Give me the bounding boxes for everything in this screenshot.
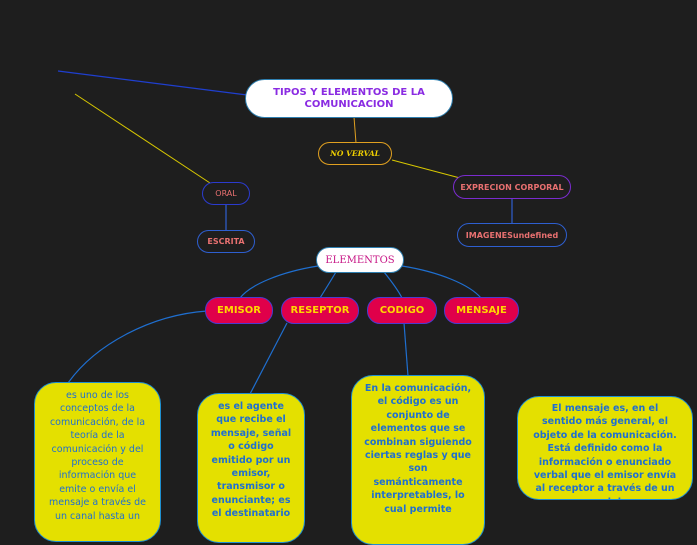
codigo-label: CODIGO [379,305,425,316]
oral-node[interactable]: ORAL [202,182,250,205]
connector-noverbal-expresion [391,159,461,179]
escrita-label: ESCRITA [207,237,245,246]
no-verbal-label: NO VERVAL [330,149,380,158]
elementos-label: ELEMENTOS [325,254,395,266]
expresion-corporal-label: EXPRECION CORPORAL [460,182,564,192]
escrita-node[interactable]: ESCRITA [197,230,255,253]
root-topic-node[interactable]: TIPOS Y ELEMENTOS DE LA COMUNICACION [245,79,453,118]
mensaje-description-text: El mensaje es, en el sentido más general… [533,403,677,499]
receptor-description-card[interactable]: es el agente que recibe el mensaje, seña… [197,393,305,543]
connector-emisor-card [67,310,208,384]
connector-elementos-receptor [319,271,337,299]
mensaje-node[interactable]: MENSAJE [444,297,519,324]
connector-elementos-mensaje [401,265,482,299]
codigo-description-card[interactable]: En la comunicación, el código es un conj… [351,375,485,545]
codigo-node[interactable]: CODIGO [367,297,437,324]
oral-label: ORAL [215,189,237,198]
connector-elementos-emisor [239,265,319,299]
emisor-node[interactable]: EMISOR [205,297,273,324]
connector-root-oral [74,93,211,184]
elementos-node[interactable]: ELEMENTOS [316,247,404,273]
mensaje-description-card[interactable]: El mensaje es, en el sentido más general… [517,396,693,500]
connector-root-noverbal [353,116,357,144]
emisor-label: EMISOR [217,305,261,316]
root-topic-label: TIPOS Y ELEMENTOS DE LA COMUNICACION [273,86,425,110]
connector-receptor-card [249,322,288,395]
emisor-description-card[interactable]: es uno de los conceptos de la comunicaci… [34,382,161,542]
receptor-label: RESEPTOR [290,305,350,316]
connector-lines [57,70,513,395]
expresion-corporal-node[interactable]: EXPRECION CORPORAL [453,175,571,199]
no-verbal-node[interactable]: NO VERVAL [318,142,392,165]
receptor-description-text: es el agente que recibe el mensaje, seña… [210,401,292,520]
receptor-node[interactable]: RESEPTOR [281,297,359,324]
connector-elementos-codigo [383,271,403,299]
emisor-description-text: es uno de los conceptos de la comunicaci… [49,390,146,522]
connector-root-offscreen [57,70,248,96]
imagenes-node[interactable]: IMAGENESundefined [457,223,567,247]
connector-codigo-card [403,322,409,377]
mind-map-canvas: TIPOS Y ELEMENTOS DE LA COMUNICACION NO … [34,70,693,545]
codigo-description-text: En la comunicación, el código es un conj… [364,383,472,515]
imagenes-label: IMAGENESundefined [465,230,559,240]
mensaje-label: MENSAJE [456,305,507,316]
